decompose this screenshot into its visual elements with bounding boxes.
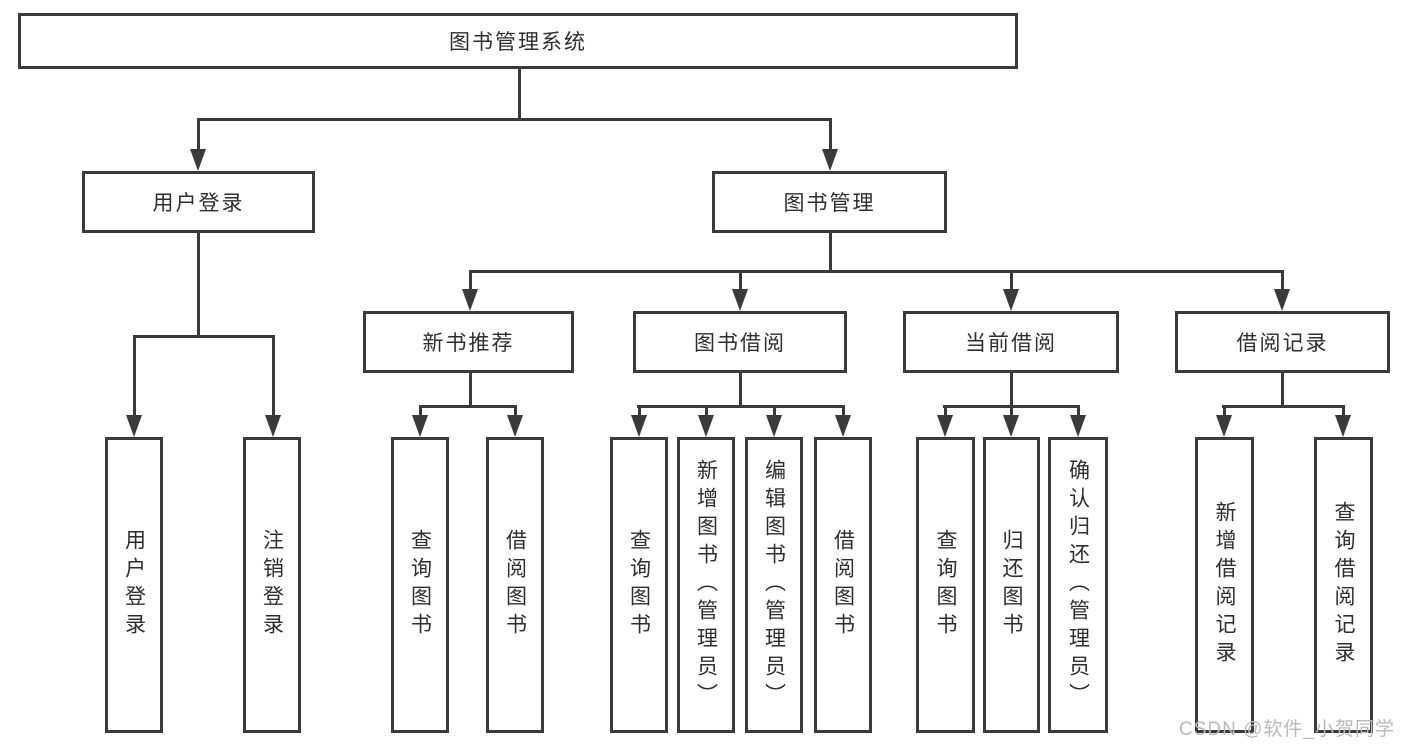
connector-stub <box>1342 405 1345 417</box>
leaf-edit-book-admin: 编辑图书（管理员） <box>745 437 803 733</box>
arrowhead-leaf <box>1216 415 1232 437</box>
connector-drop-book-borrow <box>739 270 742 290</box>
node-new-book-recommend: 新书推荐 <box>363 311 574 373</box>
arrowhead-leaf <box>835 415 851 437</box>
leaf-query-books-current: 查询图书 <box>916 437 975 733</box>
arrowhead-book-management <box>822 149 838 171</box>
connector-book-borrow-bus <box>637 405 845 408</box>
arrowhead-leaf <box>1003 415 1019 437</box>
leaf-confirm-return-admin: 确认归还（管理员） <box>1048 437 1108 733</box>
leaf-add-borrow-record: 新增借阅记录 <box>1195 437 1254 733</box>
node-library-system: 图书管理系统 <box>18 13 1018 69</box>
csdn-watermark: CSDN @软件_小贺同学 <box>1179 719 1395 740</box>
connector-drop-borrow-records <box>1281 270 1284 290</box>
connector-borrow-records-bus <box>1222 405 1345 408</box>
connector-root-stem <box>518 66 521 120</box>
arrowhead-leaf <box>937 415 953 437</box>
arrowhead-leaf <box>631 415 647 437</box>
connector-borrow-records-stem <box>1281 371 1284 408</box>
leaf-borrow-books-recommend: 借阅图书 <box>486 437 544 733</box>
node-user-login: 用户登录 <box>82 171 315 233</box>
arrowhead-leaf <box>1070 415 1086 437</box>
connector-stub <box>944 405 947 417</box>
node-book-management: 图书管理 <box>712 171 947 233</box>
connector-drop-leaf-login <box>133 335 136 417</box>
arrowhead-leaf <box>1335 415 1351 437</box>
connector-user-login-bus <box>133 335 275 338</box>
connector-drop-leaf-logout <box>272 335 275 417</box>
node-borrow-records: 借阅记录 <box>1175 311 1390 373</box>
connector-stub <box>514 405 517 417</box>
connector-drop-book-management <box>829 118 832 151</box>
arrowhead-current-borrow <box>1003 289 1019 311</box>
leaf-logout: 注销登录 <box>243 437 301 733</box>
connector-level3-bus <box>469 270 1283 273</box>
leaf-query-books-borrow: 查询图书 <box>610 437 668 733</box>
leaf-query-books-recommend: 查询图书 <box>391 437 449 733</box>
connector-new-book-bus <box>419 405 517 408</box>
arrowhead-book-borrow <box>732 289 748 311</box>
arrowhead-leaf <box>766 415 782 437</box>
leaf-user-login: 用户登录 <box>105 437 163 733</box>
arrowhead-leaf-login <box>126 415 142 437</box>
connector-book-borrow-stem <box>739 371 742 408</box>
leaf-return-book: 归还图书 <box>983 437 1040 733</box>
connector-stub <box>773 405 776 417</box>
connector-drop-new-book <box>469 270 472 290</box>
leaf-add-book-admin: 新增图书（管理员） <box>677 437 735 733</box>
arrowhead-borrow-records <box>1274 289 1290 311</box>
arrowhead-leaf <box>698 415 714 437</box>
arrowhead-leaf <box>507 415 523 437</box>
arrowhead-new-book <box>462 289 478 311</box>
leaf-query-borrow-record: 查询借阅记录 <box>1314 437 1373 733</box>
arrowhead-user-login <box>190 149 206 171</box>
connector-drop-user-login <box>197 118 200 151</box>
connector-new-book-stem <box>469 371 472 408</box>
node-current-borrow: 当前借阅 <box>903 311 1119 373</box>
connector-stub <box>638 405 641 417</box>
connector-stub <box>1010 405 1013 417</box>
connector-stub <box>842 405 845 417</box>
connector-stub <box>1077 405 1080 417</box>
connector-level2-bus <box>197 118 832 121</box>
connector-user-login-stem <box>197 231 200 337</box>
leaf-borrow-books: 借阅图书 <box>814 437 872 733</box>
connector-drop-current-borrow <box>1010 270 1013 290</box>
connector-book-management-stem <box>829 231 832 272</box>
connector-current-borrow-stem <box>1010 371 1013 408</box>
arrowhead-leaf <box>412 415 428 437</box>
connector-stub <box>419 405 422 417</box>
connector-stub <box>1223 405 1226 417</box>
arrowhead-leaf-logout <box>265 415 281 437</box>
connector-stub <box>705 405 708 417</box>
node-book-borrow: 图书借阅 <box>633 311 847 373</box>
